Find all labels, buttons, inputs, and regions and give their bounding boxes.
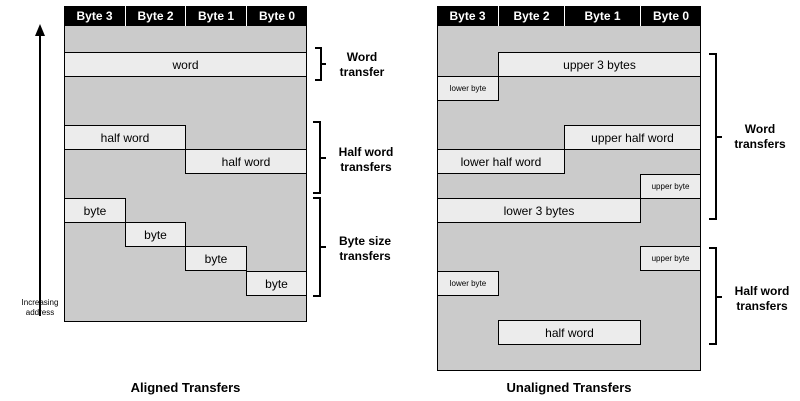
brace-half-word-transfers <box>313 121 326 194</box>
unaligned-upper-half-word-block: upper half word <box>564 125 701 150</box>
unaligned-lower-3-bytes-block: lower 3 bytes <box>437 198 641 223</box>
unaligned-header-byte2: Byte 2 <box>498 6 564 26</box>
word-transfers-label: Word transfers <box>734 122 786 151</box>
aligned-header-byte3: Byte 3 <box>64 6 125 26</box>
brace-word-transfer <box>315 47 326 81</box>
unaligned-lower-byte-block-2: lower byte <box>437 271 499 296</box>
aligned-byte-block-3: byte <box>185 246 247 271</box>
unaligned-caption: Unaligned Transfers <box>506 380 632 395</box>
half-word-transfers-label: Half word transfers <box>338 145 394 174</box>
aligned-byte-block-1: byte <box>64 198 126 223</box>
aligned-word-block: word <box>64 52 307 77</box>
unaligned-lower-half-word-block: lower half word <box>437 149 565 174</box>
aligned-half-word-block-1: half word <box>64 125 186 150</box>
aligned-half-word-block-2: half word <box>185 149 307 174</box>
aligned-header-byte2: Byte 2 <box>125 6 185 26</box>
unaligned-half-word-transfers-label: Half word transfers <box>734 284 790 313</box>
brace-byte-size-transfers <box>313 197 326 297</box>
unaligned-header-byte0: Byte 0 <box>640 6 701 26</box>
unaligned-half-word-block: half word <box>498 320 641 345</box>
byte-size-transfers-label: Byte size transfers <box>338 234 392 263</box>
aligned-caption: Aligned Transfers <box>130 380 241 395</box>
unaligned-upper-3-bytes-block: upper 3 bytes <box>498 52 701 77</box>
unaligned-lower-byte-block-1: lower byte <box>437 76 499 101</box>
aligned-header-byte0: Byte 0 <box>246 6 307 26</box>
aligned-byte-block-2: byte <box>125 222 186 247</box>
unaligned-upper-byte-block-1: upper byte <box>640 174 701 199</box>
address-axis-label: Increasing address <box>21 298 59 317</box>
unaligned-header-byte3: Byte 3 <box>437 6 498 26</box>
word-transfer-label: Word transfer <box>339 50 385 79</box>
brace-word-transfers <box>709 53 722 220</box>
unaligned-header-byte1: Byte 1 <box>564 6 640 26</box>
aligned-byte-block-4: byte <box>246 271 307 296</box>
brace-unaligned-half-word-transfers <box>709 247 722 345</box>
unaligned-upper-byte-block-2: upper byte <box>640 246 701 271</box>
aligned-header-byte1: Byte 1 <box>185 6 246 26</box>
